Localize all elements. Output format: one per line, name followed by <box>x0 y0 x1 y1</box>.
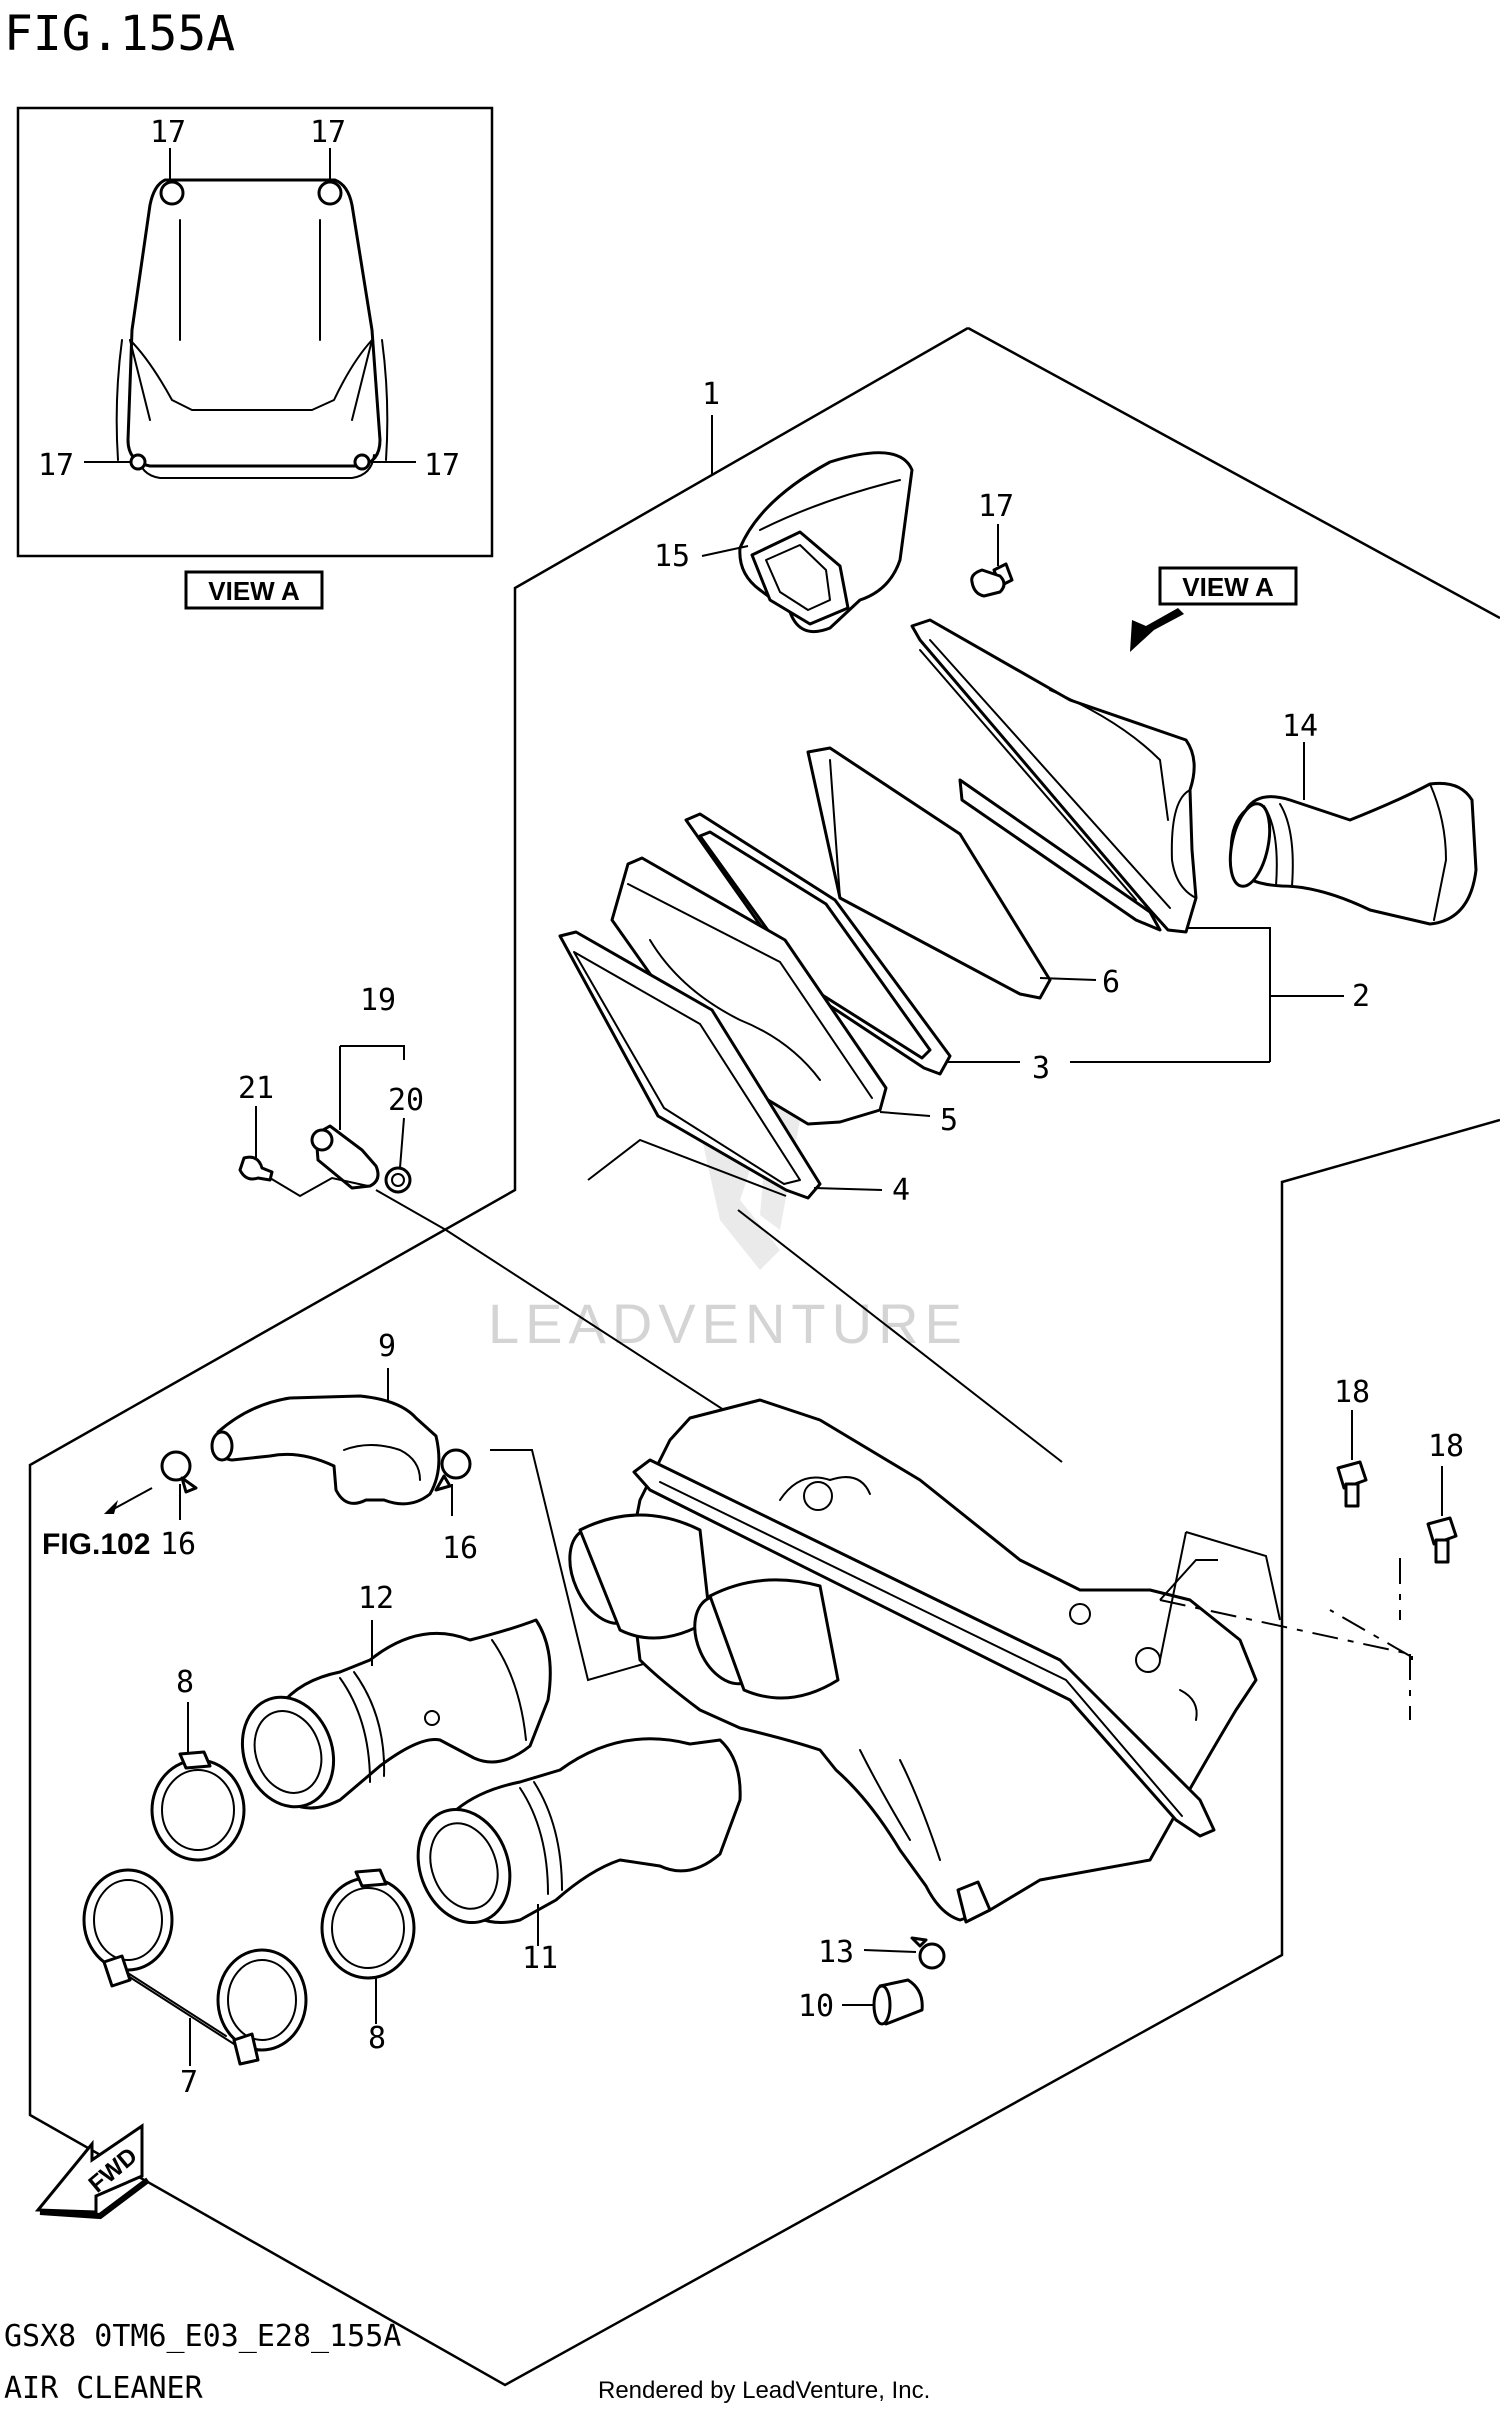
watermark-text: LEADVENTURE <box>488 1292 968 1355</box>
callout-1: 1 <box>702 377 720 412</box>
callout-11: 11 <box>522 1941 558 1976</box>
part-10-cap <box>872 1978 924 2026</box>
screw-hole-icon <box>159 180 185 206</box>
view-a-tag-box <box>1158 566 1298 606</box>
assembly-1-boundary <box>28 326 1500 2387</box>
figure-title: FIG.155A <box>4 6 235 62</box>
part-16-clamp <box>160 1450 198 1494</box>
part-9-breather-hose <box>210 1394 441 1506</box>
callout-18: 18 <box>1428 1429 1464 1464</box>
callout-17: 17 <box>424 448 460 483</box>
view-direction-arrow-icon <box>1130 608 1184 652</box>
part-8-clamp <box>150 1750 246 1862</box>
callout-14: 15 <box>654 539 690 574</box>
part-6-element <box>806 746 1052 1000</box>
reference-arrow-icon <box>104 1500 118 1514</box>
view-a-tag: VIEW A <box>1182 572 1274 602</box>
part-8-clamp <box>320 1868 416 1980</box>
part-18-bolt <box>1426 1516 1458 1564</box>
part-11-intake-boot <box>416 1737 742 1925</box>
callout-2: 2 <box>1352 979 1370 1014</box>
part-17-screw <box>970 562 1014 598</box>
callout-16: 16 <box>160 1527 196 1562</box>
view-a-caption: VIEW A <box>208 576 300 606</box>
callout-8: 8 <box>176 1665 194 1700</box>
part-19-sensor <box>310 1124 380 1190</box>
callout-9: 9 <box>378 1329 396 1364</box>
callout-8: 8 <box>368 2021 386 2056</box>
callout-3: 3 <box>1032 1051 1050 1086</box>
screw-hole-icon <box>353 453 371 471</box>
view-a-frame <box>16 106 494 558</box>
part-2-cleaner-cover <box>910 618 1198 934</box>
callout-17: 17 <box>38 448 74 483</box>
render-credit: Rendered by LeadVenture, Inc. <box>598 2377 930 2404</box>
fwd-arrow-icon: FWD <box>34 2123 150 2220</box>
part-20-o-ring <box>384 1166 412 1194</box>
screw-hole-icon <box>317 180 343 206</box>
callout-18: 18 <box>1334 1375 1370 1410</box>
callout-21: 21 <box>238 1071 274 1106</box>
cover-outline <box>126 178 382 468</box>
view-a-inset: 17 17 17 17 <box>16 106 494 558</box>
callout-6: 6 <box>1102 965 1120 1000</box>
part-12-intake-boot <box>240 1618 552 1810</box>
part-15-clamp <box>910 1936 946 1970</box>
callout-16: 16 <box>442 1531 478 1566</box>
part-16-clamp <box>434 1448 472 1492</box>
callout-20: 20 <box>388 1083 424 1118</box>
model-code: GSX8 0TM6_E03_E28_155A <box>4 2319 401 2354</box>
part-18-bolt <box>1336 1460 1368 1508</box>
callout-15: 13 <box>818 1935 854 1970</box>
callout-19: 19 <box>360 983 396 1018</box>
part-21-screw <box>238 1155 274 1182</box>
air-cleaner-case <box>568 1398 1258 1924</box>
callout-10: 10 <box>798 1989 834 2024</box>
part-4-seal <box>558 930 822 1200</box>
part-13-inlet-tube <box>1228 781 1478 926</box>
callout-13: 14 <box>1282 709 1318 744</box>
part-14-intake-duct <box>738 451 914 633</box>
callout-17: 17 <box>978 489 1014 524</box>
view-a-caption-box <box>184 570 324 610</box>
screw-hole-icon <box>129 453 147 471</box>
callout-7: 7 <box>180 2065 198 2100</box>
callout-17: 17 <box>150 115 186 150</box>
part-3-frame <box>684 812 952 1076</box>
section-title: AIR CLEANER <box>4 2371 204 2406</box>
callout-4: 4 <box>892 1173 910 1208</box>
callout-17: 17 <box>310 115 346 150</box>
fig-102-reference: FIG.102 <box>42 1528 150 1561</box>
part-7-clamp-set <box>82 1868 308 2066</box>
callout-5: 5 <box>940 1103 958 1138</box>
callout-12: 12 <box>358 1581 394 1616</box>
